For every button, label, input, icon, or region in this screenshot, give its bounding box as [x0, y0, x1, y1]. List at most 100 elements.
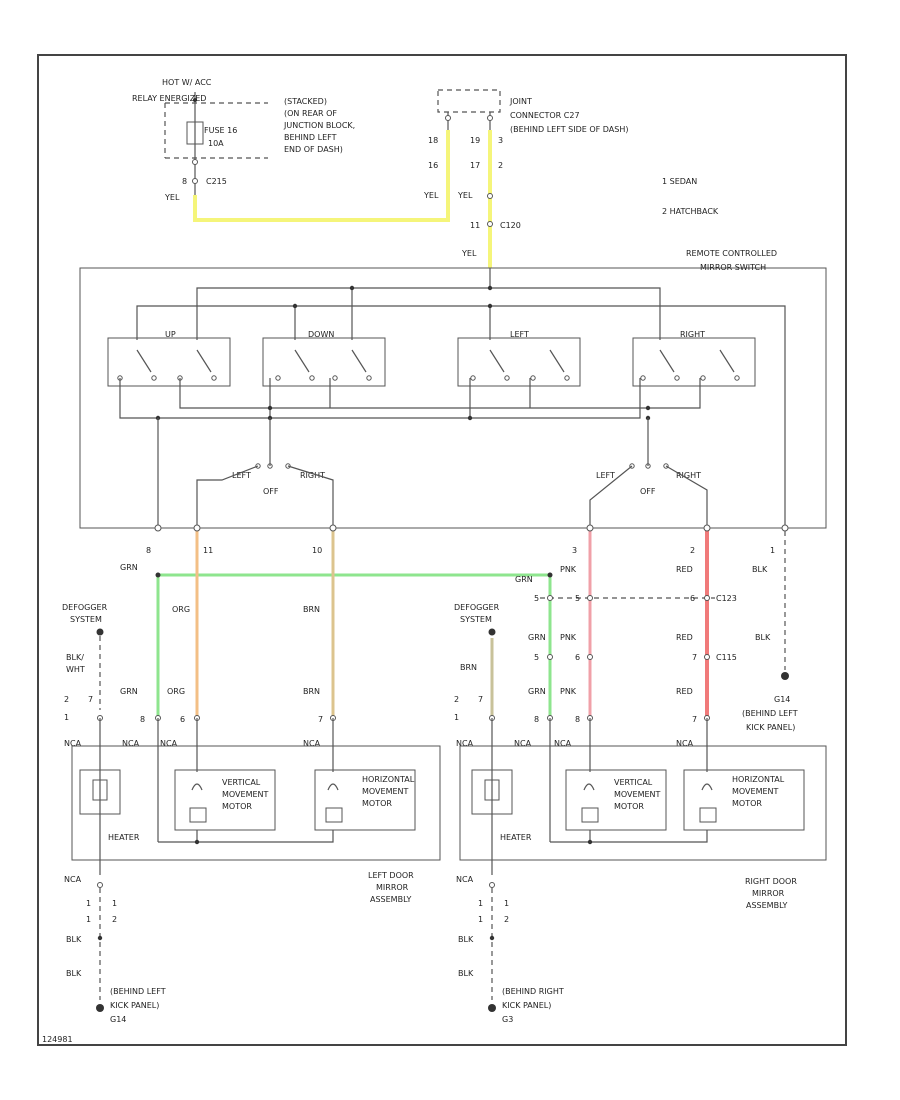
joint-pin-16: 16 [428, 161, 438, 170]
switch-contact-terminal [564, 375, 570, 381]
ground-switch: G14 (BEHIND LEFT KICK PANEL) [742, 531, 798, 732]
selector-left-label-left: LEFT [232, 471, 251, 480]
left-pin-8a: 8 [140, 715, 145, 724]
selector-right: LEFT OFF RIGHT [589, 455, 708, 528]
fuse-amps: 10A [208, 139, 224, 148]
wire-label-pnk-1: PNK [560, 565, 577, 574]
right-pin-bot-2: 2 [504, 915, 509, 924]
left-pin-top-7: 7 [88, 695, 93, 704]
switch-blade [196, 349, 212, 373]
right-wire-brn: BRN [460, 663, 477, 672]
switch-pin-3: 3 [572, 546, 577, 555]
switch-pin-10: 10 [312, 546, 322, 555]
wire-label-grn-4: GRN [528, 687, 546, 696]
right-mirror-title-3: ASSEMBLY [746, 901, 787, 910]
right-mirror-box [459, 745, 827, 861]
c123-pin-a: 5 [534, 594, 539, 603]
switch-contact-terminal [640, 375, 646, 381]
left-nca-3: NCA [160, 739, 178, 748]
switch-blade [719, 349, 735, 373]
supply-wire-label: YEL [164, 193, 180, 202]
right-heater-label: HEATER [500, 833, 532, 842]
right-defogger-label-2: SYSTEM [460, 615, 492, 624]
switch-right-label: RIGHT [680, 330, 705, 339]
right-ground-loc-1: (BEHIND RIGHT [502, 987, 564, 996]
wire-label-blk-1: BLK [752, 565, 768, 574]
joint-pin-2: 2 [498, 161, 503, 170]
right-ground-id: G3 [502, 1015, 513, 1024]
right-horizontal-label-2: MOVEMENT [732, 787, 779, 796]
switch-pin-11: 11 [203, 546, 213, 555]
right-mirror-title-2: MIRROR [752, 889, 785, 898]
c123-pin-b: 5 [575, 594, 580, 603]
right-pin-top-2: 2 [454, 695, 459, 704]
wire-label-red-2: RED [676, 633, 693, 642]
c115-pin-b: 6 [575, 653, 580, 662]
left-horizontal-motor-box [314, 769, 416, 831]
connector-c123: 5 5 6 C123 [534, 594, 737, 603]
switch-left-label: LEFT [510, 330, 529, 339]
wire-label-grn-1: GRN [120, 563, 138, 572]
hot-label: HOT W/ ACC [162, 78, 212, 87]
switch-contact-terminal [275, 375, 281, 381]
left-wire-blk-1: BLK [66, 935, 82, 944]
right-mirror-assembly: DEFOGGER SYSTEM BRN 2 1 7 8 8 7 NCA NCA … [454, 603, 827, 1024]
left-pin-bot-1b: 1 [112, 899, 117, 908]
switch-contact-terminal [309, 375, 315, 381]
mirror-switch: REMOTE CONTROLLED MIRROR SWITCH UP DOWN … [79, 249, 827, 532]
c123-pin-c: 6 [690, 594, 695, 603]
switch-up [107, 337, 231, 387]
left-heater-label: HEATER [108, 833, 140, 842]
joint-title-3: (BEHIND LEFT SIDE OF DASH) [510, 125, 628, 134]
joint-pin-17: 17 [470, 161, 480, 170]
left-vertical-motor-symbol [191, 783, 203, 791]
switch-contact-terminal [504, 375, 510, 381]
ground-switch-id: G14 [774, 695, 790, 704]
right-pin-8a: 8 [534, 715, 539, 724]
right-nca-3: NCA [554, 739, 572, 748]
block-note-5: END OF DASH) [284, 145, 343, 154]
c123-label: C123 [716, 594, 737, 603]
right-heater-resistor [484, 779, 500, 801]
right-pin-7: 7 [692, 715, 697, 724]
left-defogger-label-1: DEFOGGER [62, 603, 108, 612]
selector-left-label-right: RIGHT [300, 471, 325, 480]
left-horizontal-label-3: MOTOR [362, 799, 392, 808]
relay-label: RELAY ENERGIZED [132, 94, 206, 103]
joint-pin-19: 19 [470, 136, 480, 145]
c115-pin-c: 7 [692, 653, 697, 662]
c115-pin-a: 5 [534, 653, 539, 662]
right-nca-5: NCA [456, 875, 474, 884]
right-pin-bot-1c: 1 [478, 915, 483, 924]
left-mirror-title-3: ASSEMBLY [370, 895, 411, 904]
left-mirror-box [71, 745, 441, 861]
wire-label-red-1: RED [676, 565, 693, 574]
yel-wire-supply [193, 130, 450, 222]
switch-contact-terminal [700, 375, 706, 381]
switch-blade [136, 349, 152, 373]
wire-label-pnk-3: PNK [560, 687, 577, 696]
left-pin-top-2: 2 [64, 695, 69, 704]
joint-connector: JOINT CONNECTOR C27 (BEHIND LEFT SIDE OF… [423, 89, 628, 258]
right-vertical-label-2: MOVEMENT [614, 790, 661, 799]
wire-label-brn-2: BRN [303, 687, 320, 696]
switch-pin-1: 1 [770, 546, 775, 555]
fuse-symbol [186, 121, 204, 145]
switch-contact-terminal [366, 375, 372, 381]
left-mirror-assembly: DEFOGGER SYSTEM BLK/ WHT 2 1 7 8 6 7 NCA… [62, 603, 441, 1024]
right-horizontal-label-1: HORIZONTAL [732, 775, 785, 784]
right-horizontal-label-3: MOTOR [732, 799, 762, 808]
right-wire-blk-1: BLK [458, 935, 474, 944]
left-horizontal-motor-body [325, 807, 343, 823]
right-vertical-motor-symbol [583, 783, 595, 791]
right-ground-loc-2: KICK PANEL) [502, 1001, 551, 1010]
wire-label-grn-2: GRN [515, 575, 533, 584]
right-defogger-label-1: DEFOGGER [454, 603, 500, 612]
switch-left [457, 337, 581, 387]
switch-contact-terminal [211, 375, 217, 381]
left-horizontal-label-2: MOVEMENT [362, 787, 409, 796]
block-note-1: (STACKED) [284, 97, 327, 106]
right-pin-bot-1b: 1 [504, 899, 509, 908]
joint-pin-18: 18 [428, 136, 438, 145]
left-vertical-label-1: VERTICAL [222, 778, 261, 787]
